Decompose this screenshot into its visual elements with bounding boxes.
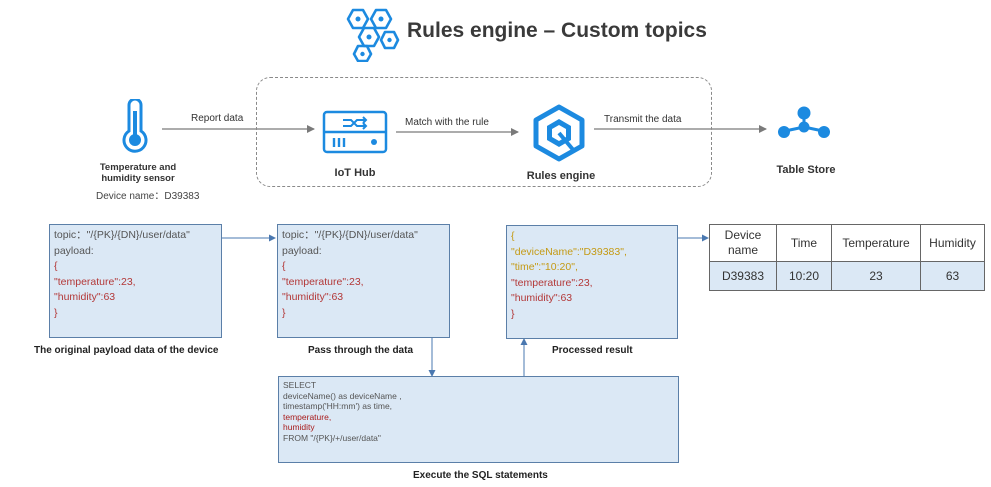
table-header-row: Device name Time Temperature Humidity (709, 224, 985, 262)
result-table: Device name Time Temperature Humidity D3… (709, 224, 985, 291)
table-store-label: Table Store (776, 164, 836, 176)
pass-through-box: topic："/{PK}/{DN}/user/data" payload: { … (277, 224, 450, 338)
payload-line: payload: (54, 244, 94, 257)
iot-hub-icon (321, 108, 389, 161)
header-humidity: Humidity (920, 224, 985, 262)
temperature-line: "temperature":23, (282, 275, 364, 288)
open-brace: { (511, 230, 515, 242)
sensor-label-line2: humidity sensor (101, 173, 175, 184)
sql-line-select: SELECT (283, 380, 317, 390)
rules-engine-icon (531, 104, 587, 167)
report-data-label: Report data (191, 113, 244, 124)
close-brace: } (282, 306, 286, 319)
close-brace: } (511, 307, 515, 320)
sensor-label-line1: Temperature and (99, 162, 177, 173)
payload-line: payload: (282, 244, 322, 257)
processed-result-box: { "deviceName":"D39383", "time":"10:20",… (506, 225, 678, 339)
sql-line-from: FROM "/{PK}/+/user/data" (283, 432, 381, 443)
cell-temperature: 23 (831, 261, 921, 291)
match-rule-label: Match with the rule (405, 117, 489, 128)
humidity-line: "humidity":63 (511, 292, 573, 304)
rules-engine-label: Rules engine (526, 170, 596, 182)
temperature-line: "temperature":23, (54, 275, 136, 288)
pass-through-caption: Pass through the data (308, 345, 414, 356)
topic-line: topic："/{PK}/{DN}/user/data" (282, 229, 418, 241)
iot-platform-group (256, 77, 712, 187)
sql-statement-box: SELECT deviceName() as deviceName , time… (278, 376, 679, 463)
header-time: Time (776, 224, 832, 262)
humidity-line: "humidity":63 (282, 291, 344, 303)
cell-time: 10:20 (776, 261, 832, 291)
processed-result-caption: Processed result (552, 345, 633, 356)
topic-line: topic："/{PK}/{DN}/user/data" (54, 229, 190, 241)
iot-hub-label: IoT Hub (334, 167, 376, 179)
time-line: "time":"10:20", (511, 261, 578, 273)
header-temperature: Temperature (831, 224, 921, 262)
sensor-label: Temperature and humidity sensor (96, 162, 180, 184)
sensor-device-name: Device name：D39383 (96, 191, 200, 202)
page-title: Rules engine – Custom topics (407, 19, 707, 42)
sql-line-temperature: temperature, (283, 411, 332, 422)
thermometer-icon (117, 97, 153, 160)
sql-line-time: timestamp('HH:mm') as time, (283, 401, 393, 411)
temperature-line: "temperature":23, (511, 276, 593, 289)
header-device-name: Device name (709, 224, 777, 262)
transmit-data-label: Transmit the data (604, 114, 682, 125)
close-brace: } (54, 306, 58, 319)
original-payload-caption: The original payload data of the device (34, 345, 219, 356)
sql-line-device-name: deviceName() as deviceName , (283, 390, 402, 401)
sql-line-humidity: humidity (283, 422, 315, 432)
humidity-line: "humidity":63 (54, 291, 116, 303)
cell-humidity: 63 (920, 261, 985, 291)
original-payload-box: topic："/{PK}/{DN}/user/data" payload: { … (49, 224, 222, 338)
table-store-icon (775, 105, 833, 152)
hexagon-cluster-icon (341, 6, 403, 67)
cell-device-name: D39383 (709, 261, 777, 291)
open-brace: { (282, 260, 286, 272)
table-row: D39383 10:20 23 63 (709, 261, 985, 291)
sql-caption: Execute the SQL statements (413, 470, 548, 481)
open-brace: { (54, 260, 58, 272)
device-name-line: "deviceName":"D39383", (511, 245, 627, 258)
